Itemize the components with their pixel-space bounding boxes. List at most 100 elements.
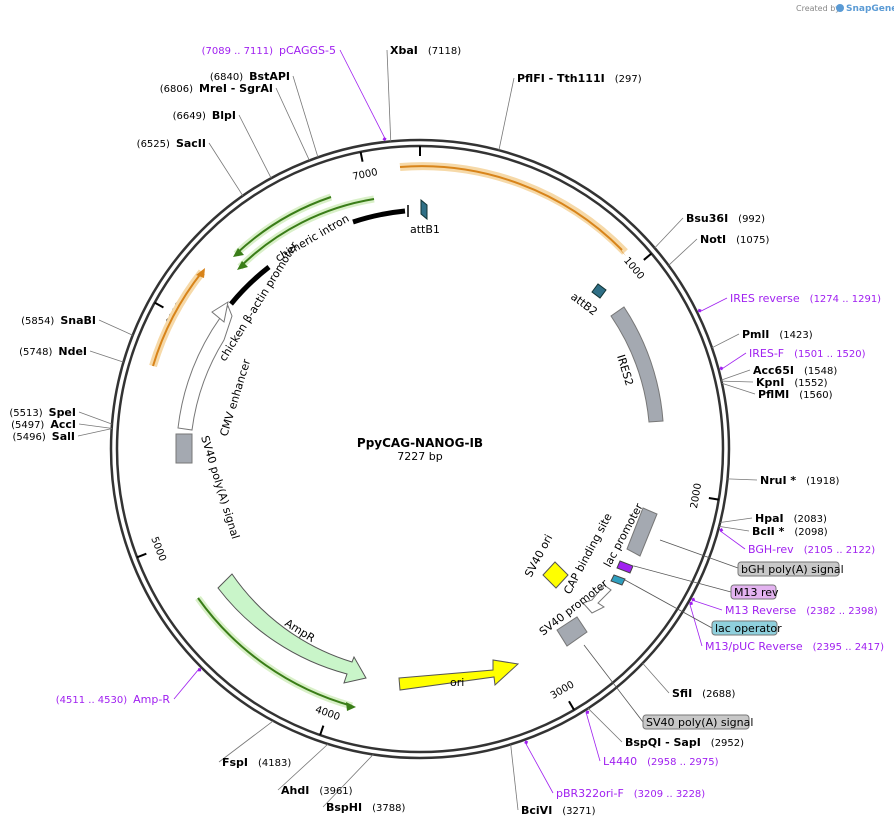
primer-name: M13/pUC Reverse: [705, 640, 803, 653]
boxed-label-sv40polya: SV40 poly(A) signal: [583, 644, 753, 730]
restriction-site: KpnI(1552): [721, 376, 828, 389]
site-name: NotI: [700, 233, 726, 246]
site-position: (5854): [21, 316, 54, 327]
tick-label: 2000: [689, 482, 704, 509]
green-arrow-1: [235, 196, 332, 255]
site-name: AhdI: [281, 784, 309, 797]
site-name: SacII: [176, 137, 206, 150]
site-name: PmlI: [742, 328, 769, 341]
actin-promoter-arc: [229, 265, 271, 306]
primer-position: (4511 .. 4530): [56, 695, 128, 706]
site-position: (5748): [19, 347, 52, 358]
restriction-site: PflMI(1560): [721, 382, 833, 401]
site-position: (2688): [702, 689, 735, 700]
restriction-site: FspI(4183): [218, 720, 291, 769]
attb1-label: attB1: [410, 223, 440, 236]
primer-position: (7089 .. 7111): [202, 46, 274, 57]
cmv-enhancer-arrowhead: [211, 300, 229, 323]
boxed-m13rev-text: M13 rev: [734, 586, 779, 599]
primer: BGH-rev(2105 .. 2122): [719, 527, 875, 556]
site-name: SfiI: [672, 687, 692, 700]
tick-mark: [359, 151, 364, 162]
site-name: NdeI: [58, 345, 87, 358]
restriction-site: BciVI(3271): [510, 744, 596, 817]
restriction-site: NruI *(1918): [727, 474, 839, 487]
primer-name: IRES reverse: [730, 292, 800, 305]
cmv-enhancer-arrow: [177, 304, 233, 431]
site-name: XbaI: [390, 44, 418, 57]
orf-arc-left-arrowhead: [196, 268, 205, 278]
tick-mark: [568, 700, 575, 711]
primers: pCAGGS-5 (7089 .. 7111) IRES reverse (1274 …: [56, 44, 884, 800]
site-name: NruI *: [760, 474, 796, 487]
restriction-site: SnaBI (5854): [21, 314, 133, 336]
plasmid-name: PpyCAG-NANOG-IB: [357, 436, 483, 450]
primer: Amp-R(4511 .. 4530): [56, 668, 202, 706]
site-position: (7118): [428, 46, 461, 57]
lac-operator-block: [610, 574, 626, 586]
site-position: (3788): [372, 803, 405, 814]
sv40-promoter-arrow: [582, 584, 612, 614]
boxed-label-bgh: bGH poly(A) signal: [659, 539, 844, 577]
site-name: Acc65I: [753, 364, 794, 377]
site-name: SalI: [52, 430, 75, 443]
restriction-site: SpeI(5513): [9, 406, 113, 425]
sv40-polya-left-block: [175, 433, 193, 464]
restriction-site: SalI (5496): [13, 428, 112, 443]
primer-position: (2958 .. 2975): [647, 757, 719, 768]
m13-rev-block: [616, 560, 634, 574]
restriction-site: XbaI (7118): [386, 44, 461, 142]
orf-arc-top-glow: [399, 162, 628, 255]
site-name: SnaBI: [60, 314, 96, 327]
restriction-site: BlpI(6649): [173, 109, 272, 179]
primer: M13/pUC Reverse (2395 .. 2417): [689, 601, 885, 653]
restriction-site: PmlI(1423): [711, 328, 813, 349]
boxed-sv40polya-text: SV40 poly(A) signal: [646, 716, 753, 729]
site-name: MreI - SgrAI: [199, 82, 273, 95]
ires2-label: IRES2: [614, 353, 636, 387]
site-name: BlpI: [212, 109, 236, 122]
tick-label: 7000: [352, 167, 379, 183]
tick-mark: [154, 301, 164, 309]
ori-arrow: [398, 659, 520, 691]
site-position: (5496): [13, 432, 46, 443]
site-position: (2952): [711, 738, 744, 749]
restriction-site: BclI *(2098): [719, 525, 828, 538]
orf-arc-top-arrowhead: [616, 244, 626, 256]
primer-position: (2395 .. 2417): [813, 642, 885, 653]
backbone-outer-circle: [109, 138, 731, 760]
site-name: BspHI: [326, 801, 362, 814]
green-arrow-2-head: [237, 261, 248, 270]
site-position: (6840): [210, 72, 243, 83]
tick-label: 3000: [549, 679, 577, 701]
site-position: (6806): [160, 84, 193, 95]
site-position: (1075): [736, 235, 769, 246]
site-position: (3271): [562, 806, 595, 817]
snapgene-logo-icon: [836, 4, 844, 12]
site-position: (297): [615, 74, 642, 85]
attb2-marker: [591, 283, 607, 299]
green-arrow-3-glow: [195, 595, 353, 710]
ampr-arrow: [217, 573, 367, 684]
green-arrow-3-head: [346, 702, 356, 711]
primer: IRES reverse (1274 .. 1291): [697, 292, 882, 313]
primer-name: pCAGGS-5: [279, 44, 336, 57]
primer-name: IRES-F: [749, 347, 784, 360]
snapgene-brand: SnapGene: [846, 4, 894, 14]
primer-position: (2382 .. 2398): [806, 606, 878, 617]
restriction-sites: XbaI(7118)PflFI - Tth111I(297)Bsu36I(992…: [9, 44, 839, 817]
primer-name: M13 Reverse: [725, 604, 796, 617]
primer: L4440 (2958 .. 2975): [585, 710, 719, 768]
primer-name: L4440: [603, 755, 637, 768]
restriction-site: BstAPI(6840): [210, 70, 319, 158]
primer-position: (1274 .. 1291): [810, 294, 882, 305]
site-name: FspI: [222, 756, 248, 769]
site-name: BspQI - SapI: [625, 736, 701, 749]
restriction-site: AhdI(3961): [277, 743, 353, 797]
green-arrow-1-glow: [233, 193, 333, 257]
primer-name: BGH-rev: [748, 543, 794, 556]
restriction-site: BspHI (3788): [322, 754, 405, 814]
boxed-bgh-text: bGH poly(A) signal: [741, 563, 844, 576]
sv40-polya-left-label: SV40 poly(A) signal: [198, 434, 242, 541]
